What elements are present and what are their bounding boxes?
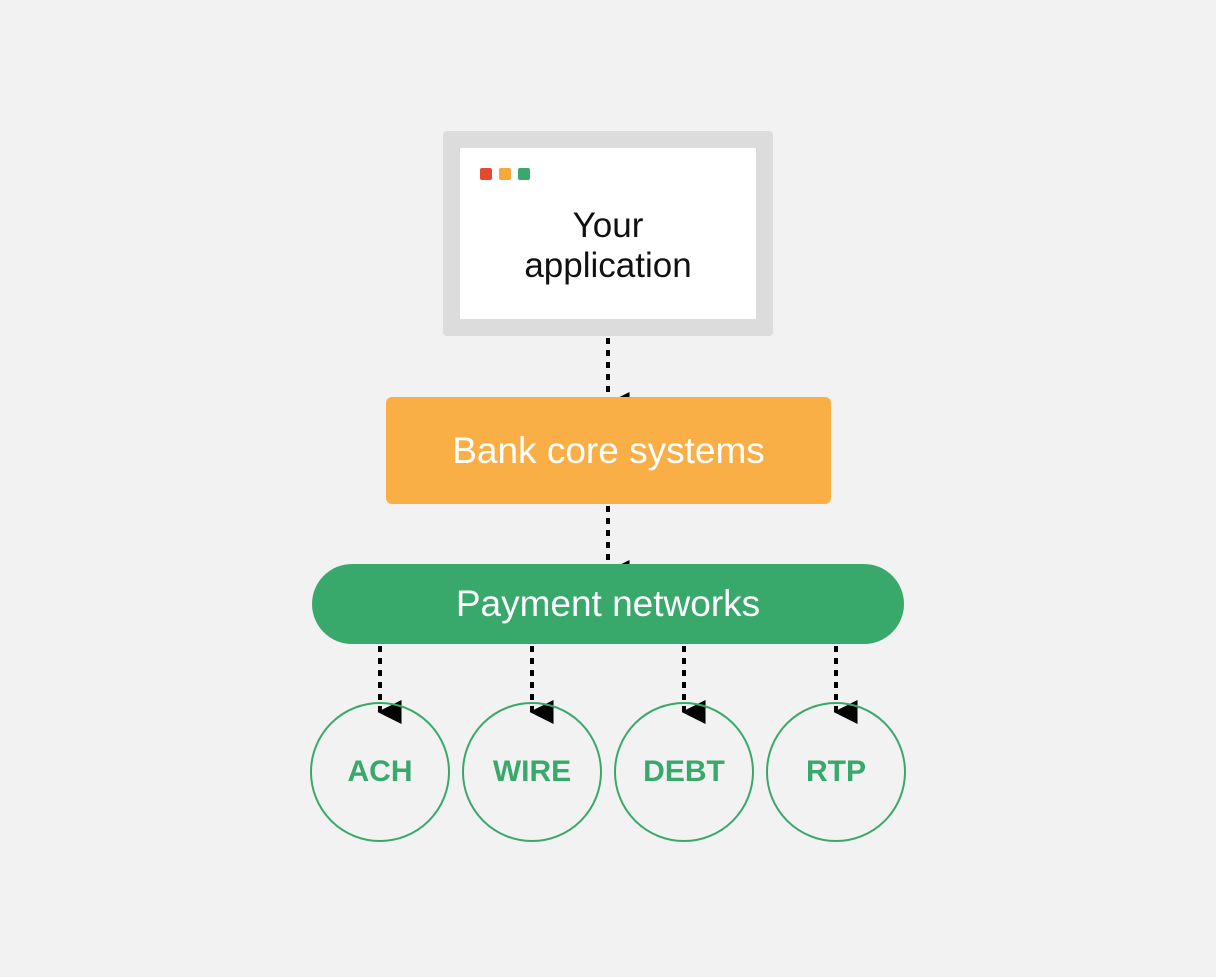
bank-core-systems-box: Bank core systems (386, 397, 831, 504)
application-screen: Your application (460, 148, 756, 319)
window-dot-red-icon (480, 168, 492, 180)
window-dot-orange-icon (499, 168, 511, 180)
rail-debt-label: DEBT (643, 755, 725, 788)
rail-ach-label: ACH (347, 755, 413, 788)
rail-rtp: RTP (766, 702, 906, 842)
rail-wire-label: WIRE (492, 755, 572, 788)
rail-wire: WIRE (462, 702, 602, 842)
rail-rtp-label: RTP (806, 755, 866, 788)
window-dot-green-icon (518, 168, 530, 180)
application-title: Your application (524, 206, 692, 285)
payment-networks-label: Payment networks (455, 583, 761, 624)
payment-networks-bar: Payment networks (312, 564, 904, 644)
rail-ach: ACH (310, 702, 450, 842)
bank-core-systems-label: Bank core systems (452, 429, 765, 471)
rail-debt: DEBT (614, 702, 754, 842)
application-window: Your application (443, 131, 773, 336)
